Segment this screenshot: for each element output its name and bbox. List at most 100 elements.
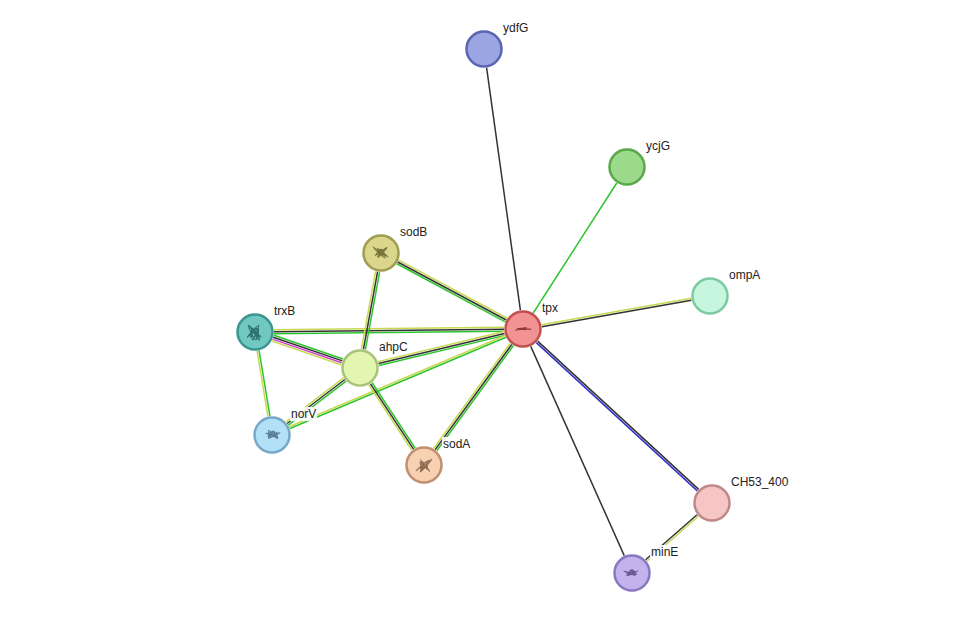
node-circle [253, 416, 291, 454]
interaction-edge [289, 335, 506, 428]
evidence-line [531, 346, 625, 555]
evidence-line [287, 380, 345, 424]
node-label: trxB [273, 304, 296, 318]
evidence-line [286, 378, 344, 422]
evidence-line [274, 327, 504, 330]
protein-node: trxB [236, 313, 274, 351]
interaction-edge [274, 327, 504, 334]
node-circle [504, 310, 542, 348]
evidence-line [272, 341, 341, 365]
node-circle [341, 349, 379, 387]
evidence-line [435, 344, 512, 449]
evidence-line [542, 298, 692, 324]
protein-structure [266, 430, 280, 438]
interaction-edge [434, 343, 514, 451]
node-circle [362, 234, 400, 272]
node-circle [236, 313, 274, 351]
interaction-edge [487, 68, 521, 310]
evidence-line [365, 272, 379, 350]
interaction-edge [378, 331, 505, 365]
evidence-line [378, 333, 504, 363]
evidence-line [370, 384, 413, 449]
interaction-edge [286, 378, 346, 425]
evidence-line [542, 300, 692, 326]
node-circle [364, 236, 399, 271]
evidence-line [289, 335, 505, 426]
protein-node: ydfG [465, 30, 503, 68]
evidence-line [434, 343, 511, 448]
evidence-line [257, 351, 268, 417]
evidence-line [536, 343, 697, 491]
node-circle [691, 277, 729, 315]
protein-node: ompA [691, 277, 729, 315]
interaction-edge [369, 383, 415, 450]
node-circle [615, 556, 650, 591]
interaction-edge [542, 298, 692, 326]
evidence-line [288, 381, 346, 425]
evidence-line [273, 337, 342, 361]
protein-structure [416, 459, 432, 471]
node-circle [407, 448, 442, 483]
protein-node: CH53_400 [693, 484, 731, 522]
interaction-edge [536, 341, 698, 491]
evidence-line [363, 272, 377, 350]
node-circle [255, 418, 290, 453]
protein-node: tpx [504, 310, 542, 348]
node-label: ahpC [378, 340, 409, 354]
node-circle [693, 279, 728, 314]
interaction-edge [257, 351, 270, 417]
interaction-edge [646, 515, 699, 561]
protein-structure [373, 247, 388, 258]
node-circle [610, 150, 645, 185]
evidence-line [646, 515, 697, 560]
node-label: norV [290, 407, 317, 421]
evidence-line [290, 337, 506, 428]
node-circle [695, 486, 730, 521]
node-label: minE [650, 545, 679, 559]
node-circle [465, 30, 503, 68]
evidence-line [437, 346, 514, 451]
protein-structure [624, 570, 638, 576]
evidence-line [379, 335, 505, 365]
node-label: ydfG [502, 21, 529, 35]
node-circle [506, 312, 541, 347]
interaction-edge [272, 335, 343, 364]
protein-structure [247, 325, 261, 340]
protein-structure [516, 328, 531, 330]
evidence-line [273, 339, 342, 363]
protein-node: ahpC [341, 349, 379, 387]
node-circle [405, 446, 443, 484]
node-circle [693, 484, 731, 522]
node-label: ycjG [645, 139, 671, 153]
node-label: CH53_400 [730, 475, 789, 489]
protein-node: sodA [405, 446, 443, 484]
evidence-line [397, 264, 505, 322]
node-circle [608, 148, 646, 186]
evidence-line [372, 383, 415, 448]
evidence-line [259, 351, 270, 417]
evidence-line [398, 262, 506, 320]
interaction-edge [531, 346, 625, 555]
node-circle [613, 554, 651, 592]
evidence-line [369, 385, 412, 450]
evidence-line [533, 183, 616, 313]
protein-node: sodB [362, 234, 400, 272]
interaction-edge [397, 260, 507, 322]
interaction-edge [533, 183, 616, 313]
node-label: ompA [728, 268, 761, 282]
evidence-line [274, 335, 343, 359]
evidence-line [361, 271, 375, 349]
node-label: tpx [541, 301, 559, 315]
node-circle [343, 351, 378, 386]
node-circle [467, 32, 502, 67]
protein-node: minE [613, 554, 651, 592]
interaction-edge [361, 271, 379, 349]
protein-node: ycjG [608, 148, 646, 186]
node-label: sodB [399, 225, 428, 239]
node-label: sodA [442, 437, 471, 451]
protein-node: norV [253, 416, 291, 454]
evidence-line [399, 260, 507, 318]
evidence-line [487, 68, 521, 310]
evidence-line [647, 516, 698, 561]
